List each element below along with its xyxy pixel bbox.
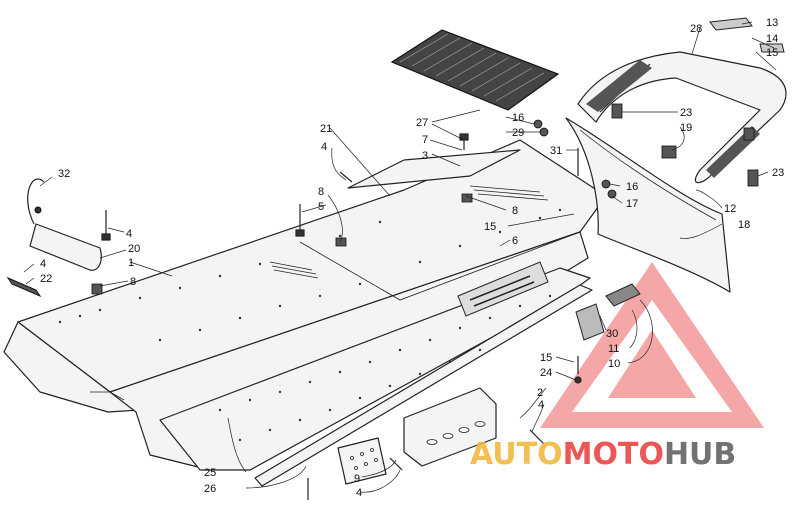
label-19: 19 [680,122,692,134]
watermark-logo [540,262,764,428]
label-15-a: 15 [766,47,778,59]
label-8-b: 8 [130,276,136,288]
tunnel-assembly [3,139,607,487]
watermark-word-hub: HUB [664,437,736,472]
tunnel-decal [457,261,549,317]
label-4-a: 4 [126,228,132,240]
tunnel-hatch [269,185,549,279]
label-4-d: 4 [538,399,544,411]
watermark-text: AUTOMOTOHUB [470,437,736,472]
label-18: 18 [738,219,750,231]
label-4-c: 4 [321,141,327,153]
label-32: 32 [58,168,70,180]
label-4-b: 4 [40,258,46,270]
label-26: 26 [204,483,216,495]
label-12: 12 [724,203,736,215]
label-9: 9 [354,473,360,485]
label-3: 3 [422,150,428,162]
snow-flap-body [565,117,731,293]
label-14: 14 [766,33,778,45]
label-7: 7 [422,134,428,146]
strap [27,178,45,225]
label-24: 24 [540,367,552,379]
snow-flap [565,117,731,293]
side-bracket-plates [337,387,497,485]
bumper-cap-left [709,17,753,31]
rear-pad-ribs [399,33,545,102]
hinge-bracket [575,283,641,341]
label-23-a: 23 [680,107,692,119]
label-15-c: 15 [540,352,552,364]
label-10: 10 [608,358,620,370]
strap-clip [34,206,42,214]
label-23-b: 23 [772,167,784,179]
label-28: 28 [690,23,702,35]
front-panel [27,178,102,271]
label-20: 20 [128,243,140,255]
tunnel-seam [299,231,581,301]
leader-lines [23,21,777,493]
watermark-triangle-core [608,330,696,398]
label-13: 13 [766,17,778,29]
label-17: 17 [626,198,638,210]
label-29: 29 [512,127,524,139]
snow-flap-seam [579,129,717,221]
tunnel-fold [90,391,125,401]
bracket-plate-holes [350,421,486,470]
label-6: 6 [512,235,518,247]
label-5: 5 [318,201,324,213]
bracket-plate-small [337,437,387,485]
rivet-dots [58,208,562,442]
front-panel-body [29,223,102,271]
label-4-e: 4 [356,487,362,499]
watermark-word-moto: MOTO [563,437,664,472]
label-16-a: 16 [512,112,524,124]
rear-pad-body [390,29,560,111]
label-31: 31 [550,145,562,157]
svg-text:AUTOMOTOHUB: AUTOMOTOHUB [470,437,736,472]
label-8-c: 8 [512,205,518,217]
seat-bracket [347,149,521,189]
part-labels: 1 2 3 4 4 4 4 4 5 6 7 8 8 8 9 10 11 12 1… [40,17,784,499]
label-15-b: 15 [484,221,496,233]
label-16-b: 16 [626,181,638,193]
fasteners [101,133,582,500]
footrest-rail [254,284,593,487]
label-8-a: 8 [318,186,324,198]
fastener-caps [91,103,759,295]
label-11: 11 [608,343,619,355]
label-21: 21 [320,123,332,135]
bumper-cap-right [759,43,785,53]
label-25: 25 [204,467,216,479]
label-22: 22 [40,273,52,285]
label-27: 27 [416,117,428,129]
watermark-word-auto: AUTO [470,437,563,472]
label-30: 30 [606,328,618,340]
label-1: 1 [128,257,134,269]
label-2: 2 [537,387,543,399]
bracket-plate-large [403,387,497,467]
reflector [6,276,42,298]
rear-pad [390,29,560,111]
